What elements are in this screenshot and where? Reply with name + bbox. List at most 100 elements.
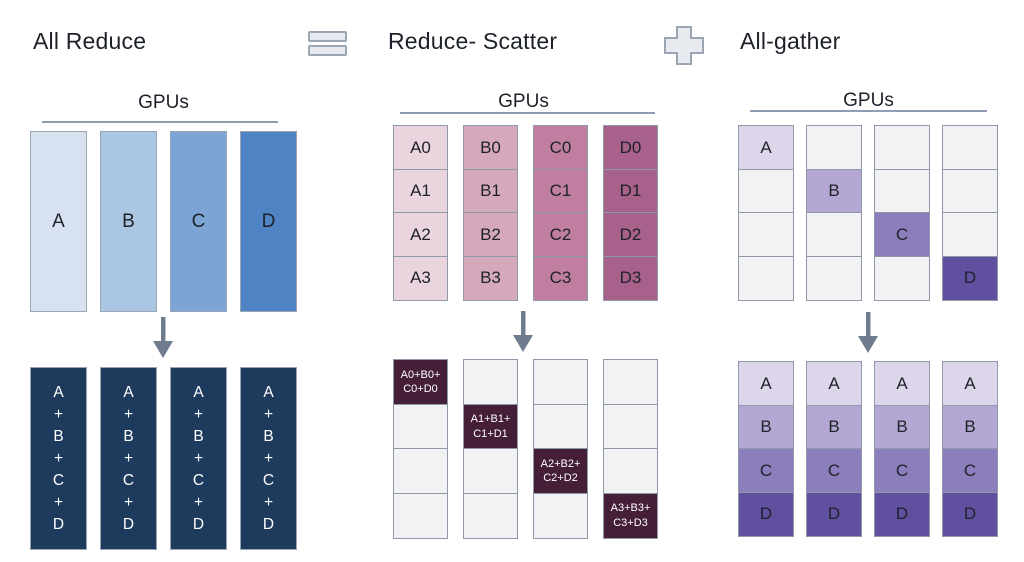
gpu-column-reduced: A0+B0+ C0+D0 [393, 359, 448, 539]
empty-cell [393, 492, 448, 539]
reduced-sum-cell: A0+B0+ C0+D0 [393, 359, 448, 405]
shard-cell: D1 [603, 168, 658, 214]
shard-cell: B [942, 404, 998, 450]
shard-cell: A1 [393, 168, 448, 214]
gpus-header-left: GPUs [138, 92, 189, 113]
shard-cell: D [874, 491, 930, 537]
down-arrow-icon [153, 317, 173, 358]
gpu-column-shards: D0 D1 D2 D3 [603, 125, 658, 301]
gpu-column-reduced: A2+B2+ C2+D2 [533, 359, 588, 539]
shard-cell: A [874, 361, 930, 406]
gpu-column-result: A + B + C + D [30, 367, 87, 550]
shard-cell: A3 [393, 255, 448, 301]
gpu-column-input: C [170, 131, 227, 312]
empty-cell [738, 168, 794, 214]
shard-cell: C0 [533, 125, 588, 170]
gpu-column-gathered: A B C D [874, 361, 930, 537]
gpu-column-result: A + B + C + D [240, 367, 297, 550]
empty-cell [874, 255, 930, 301]
shard-cell: D [942, 491, 998, 537]
reduced-sum-cell: A3+B3+ C3+D3 [603, 492, 658, 539]
shard-cell: C [806, 448, 862, 493]
down-arrow-icon [858, 312, 878, 353]
empty-cell [533, 492, 588, 539]
gpus-underline-left [42, 121, 278, 123]
shard-cell: B [806, 168, 862, 214]
shard-cell: B [738, 404, 794, 450]
empty-cell [393, 403, 448, 450]
shard-cell: D [942, 255, 998, 301]
gpu-column-input: D [240, 131, 297, 312]
shard-cell: C [874, 448, 930, 493]
gpu-column-result: A + B + C + D [170, 367, 227, 550]
gpus-header-middle: GPUs [498, 91, 549, 112]
empty-cell [942, 168, 998, 214]
empty-cell [463, 448, 518, 494]
shard-cell: D [806, 491, 862, 537]
gpu-column-shards: B0 B1 B2 B3 [463, 125, 518, 301]
empty-cell [806, 125, 862, 170]
shard-cell: A [806, 361, 862, 406]
gpus-underline-right [750, 110, 987, 112]
shard-cell: C2 [533, 212, 588, 257]
shard-cell: D0 [603, 125, 658, 170]
gpu-column-gathered: A B C D [738, 361, 794, 537]
shard-cell: D2 [603, 212, 658, 257]
shard-cell: B [874, 404, 930, 450]
shard-cell: C3 [533, 255, 588, 301]
shard-cell: A [738, 361, 794, 406]
empty-cell [738, 255, 794, 301]
gpu-column-gathered: A B C D [806, 361, 862, 537]
gpus-header-right: GPUs [843, 90, 894, 111]
empty-cell [942, 125, 998, 170]
shard-cell: B1 [463, 168, 518, 214]
equals-icon [308, 31, 347, 56]
plus-icon [664, 26, 704, 65]
gpu-column-input: B [100, 131, 157, 312]
shard-cell: A2 [393, 212, 448, 257]
shard-cell: C [942, 448, 998, 493]
gpu-column-input: A [30, 131, 87, 312]
gpu-column-reduced: A1+B1+ C1+D1 [463, 359, 518, 539]
empty-cell [942, 212, 998, 257]
empty-cell [463, 492, 518, 539]
reduced-sum-cell: A1+B1+ C1+D1 [463, 403, 518, 450]
empty-cell [806, 212, 862, 257]
shard-cell: B [806, 404, 862, 450]
shard-cell: B2 [463, 212, 518, 257]
all-reduce-title: All Reduce [33, 28, 147, 54]
all-gather-title: All-gather [740, 28, 841, 54]
shard-cell: A0 [393, 125, 448, 170]
empty-cell [463, 359, 518, 405]
gpu-column-gather-input: D [942, 125, 998, 301]
empty-cell [533, 359, 588, 405]
shard-cell: B3 [463, 255, 518, 301]
shard-cell: A [738, 125, 794, 170]
empty-cell [738, 212, 794, 257]
empty-cell [806, 255, 862, 301]
shard-cell: A [942, 361, 998, 406]
gpus-underline-middle [400, 112, 655, 114]
down-arrow-icon [513, 311, 533, 352]
gpu-column-gather-input: B [806, 125, 862, 301]
shard-cell: D3 [603, 255, 658, 301]
empty-cell [533, 403, 588, 450]
empty-cell [874, 168, 930, 214]
gpu-column-shards: A0 A1 A2 A3 [393, 125, 448, 301]
equals-bar [308, 31, 347, 42]
shard-cell: D [738, 491, 794, 537]
shard-cell: C [738, 448, 794, 493]
gpu-column-reduced: A3+B3+ C3+D3 [603, 359, 658, 539]
shard-cell: C [874, 212, 930, 257]
shard-cell: C1 [533, 168, 588, 214]
reduced-sum-cell: A2+B2+ C2+D2 [533, 448, 588, 494]
gpu-column-shards: C0 C1 C2 C3 [533, 125, 588, 301]
gpu-column-gather-input: C [874, 125, 930, 301]
gpu-column-gather-input: A [738, 125, 794, 301]
reduce-scatter-title: Reduce- Scatter [388, 28, 558, 54]
empty-cell [874, 125, 930, 170]
equals-bar [308, 45, 347, 56]
empty-cell [603, 359, 658, 405]
gpu-column-gathered: A B C D [942, 361, 998, 537]
